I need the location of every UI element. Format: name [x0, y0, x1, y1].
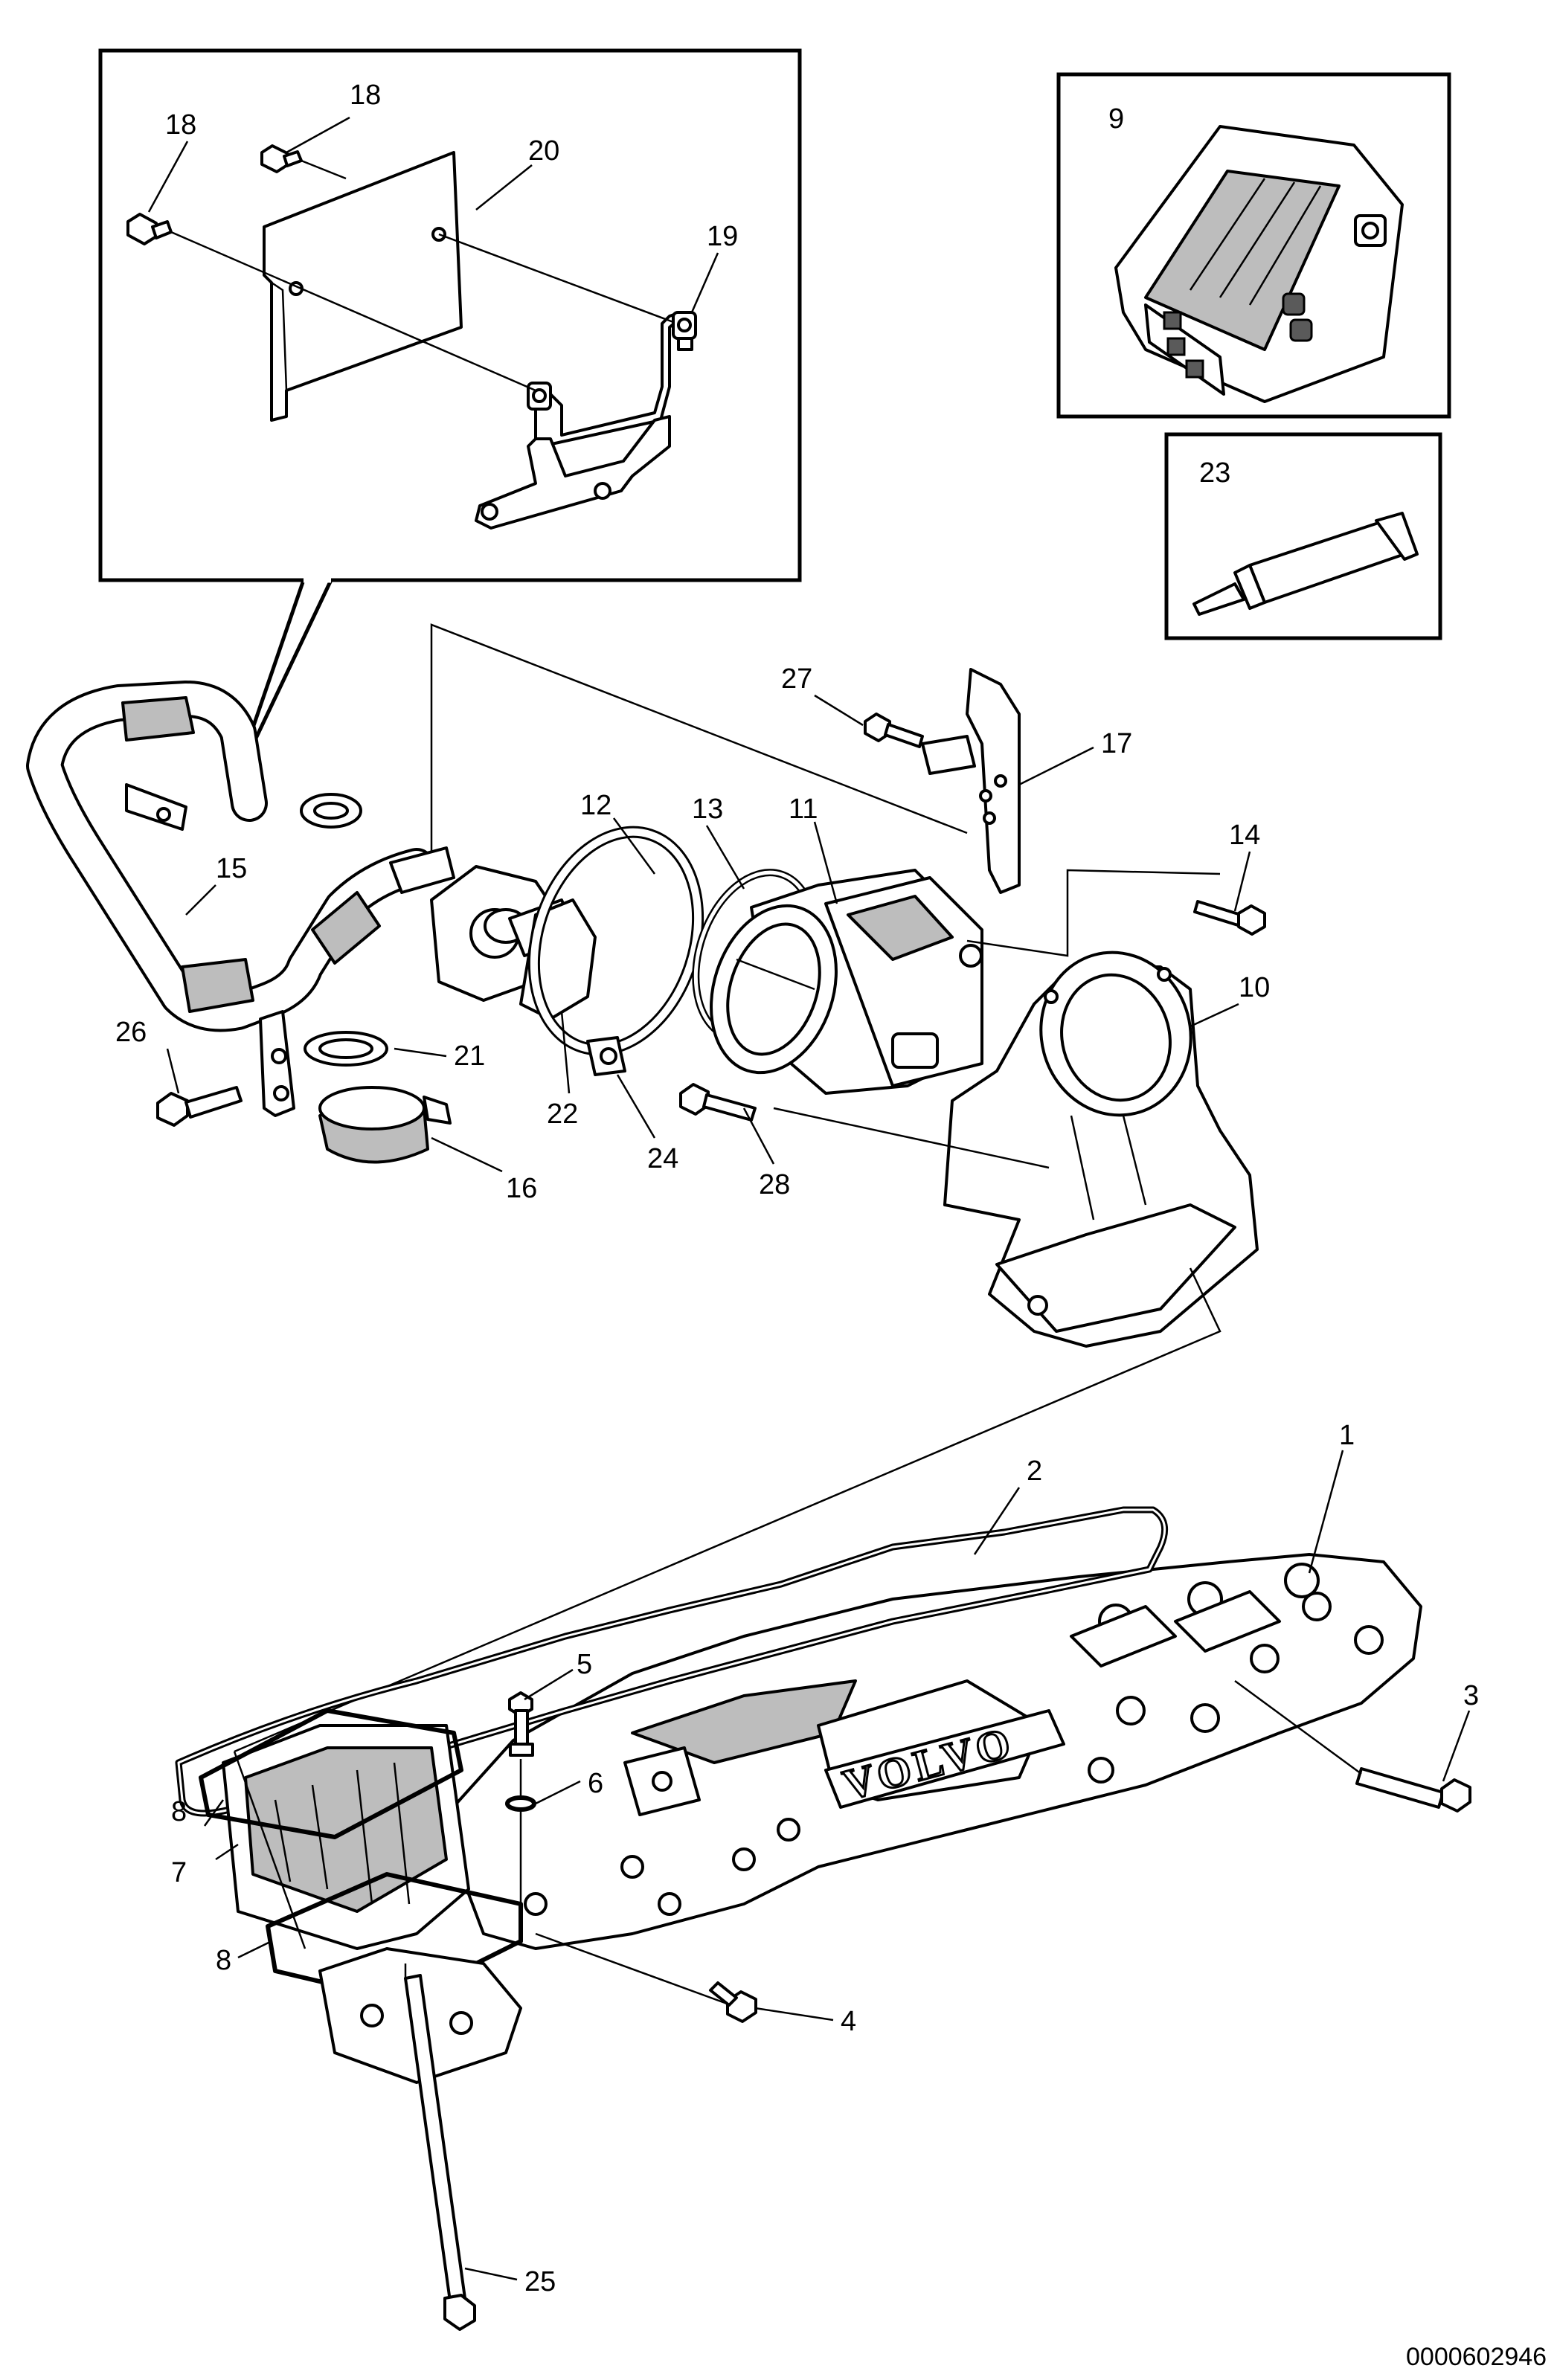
- callout-14: 14: [1229, 820, 1260, 851]
- callout-20: 20: [528, 135, 559, 167]
- gasket-2: [175, 1506, 1169, 1817]
- bracket-17: [921, 668, 1021, 894]
- callout-28: 28: [759, 1169, 790, 1200]
- callout-7: 7: [171, 1857, 187, 1888]
- bolt-25: [404, 1974, 476, 2331]
- bolt-4: [709, 1981, 757, 2023]
- callout-25: 25: [524, 2266, 556, 2297]
- document-number: 0000602946: [1406, 2343, 1547, 2371]
- bolt-27: [864, 713, 924, 748]
- callout-13: 13: [692, 794, 723, 825]
- callout-3: 3: [1463, 1680, 1479, 1711]
- clamp-16: [318, 1086, 452, 1164]
- bolt-18-right: [260, 144, 303, 173]
- callout-1: 1: [1339, 1420, 1355, 1451]
- callout-10: 10: [1239, 972, 1270, 1003]
- throttle-housing-11: [710, 869, 983, 1095]
- callout-8-bottom: 8: [216, 1945, 231, 1976]
- bolt-14: [1193, 900, 1266, 936]
- callout-22: 22: [547, 1099, 578, 1130]
- bolt-3: [1355, 1767, 1471, 1813]
- bolt-28: [679, 1083, 757, 1122]
- intake-manifold-1: VOLVO: [445, 1553, 1422, 1950]
- callout-16: 16: [506, 1173, 537, 1204]
- v-band-clamp-12: [527, 826, 704, 1076]
- sealant-tube: [1248, 519, 1406, 604]
- heat-shield-plate: [263, 151, 463, 422]
- spacer-7: [222, 1724, 470, 1950]
- gasket-8-top: [199, 1708, 463, 1839]
- callout-labels: 1 2 3 4 5 6 7 8 8 9 10 11 12 13 14 15 16…: [115, 80, 1479, 2297]
- callout-27: 27: [781, 663, 812, 695]
- callout-19: 19: [707, 221, 738, 252]
- egr-pipe: [26, 681, 597, 1117]
- detail-box-heat-shield: [98, 48, 802, 791]
- callout-18-right: 18: [350, 80, 381, 111]
- bolt-26: [156, 1086, 243, 1127]
- callout-5: 5: [577, 1649, 592, 1680]
- assembly-lines-lower: [233, 1679, 1362, 2006]
- callout-6: 6: [588, 1768, 603, 1799]
- callout-15: 15: [216, 853, 247, 884]
- callout-11: 11: [789, 794, 818, 825]
- callout-18-left: 18: [165, 109, 196, 141]
- gasket-8-bottom: [266, 1872, 523, 2003]
- callout-9: 9: [1108, 103, 1124, 135]
- gasket-21: [304, 1031, 388, 1067]
- callout-2: 2: [1027, 1456, 1042, 1487]
- callout-24: 24: [647, 1143, 678, 1174]
- callout-26: 26: [115, 1017, 147, 1048]
- leader-lines: [147, 116, 1471, 2281]
- callout-12: 12: [580, 790, 611, 821]
- brand-plate: [824, 1709, 1065, 1809]
- intake-elbow-10: [943, 951, 1259, 1348]
- detail-box-control-unit: [1056, 72, 1451, 419]
- callout-8-top: 8: [171, 1796, 187, 1827]
- callout-17: 17: [1101, 728, 1132, 759]
- assembly-lines-upper: [234, 623, 1221, 1753]
- bolt-18-left: [126, 213, 173, 245]
- callout-23: 23: [1199, 457, 1230, 489]
- callout-4: 4: [841, 2006, 856, 2037]
- callout-21: 21: [454, 1041, 485, 1072]
- detail-box-sealant: [1164, 432, 1442, 640]
